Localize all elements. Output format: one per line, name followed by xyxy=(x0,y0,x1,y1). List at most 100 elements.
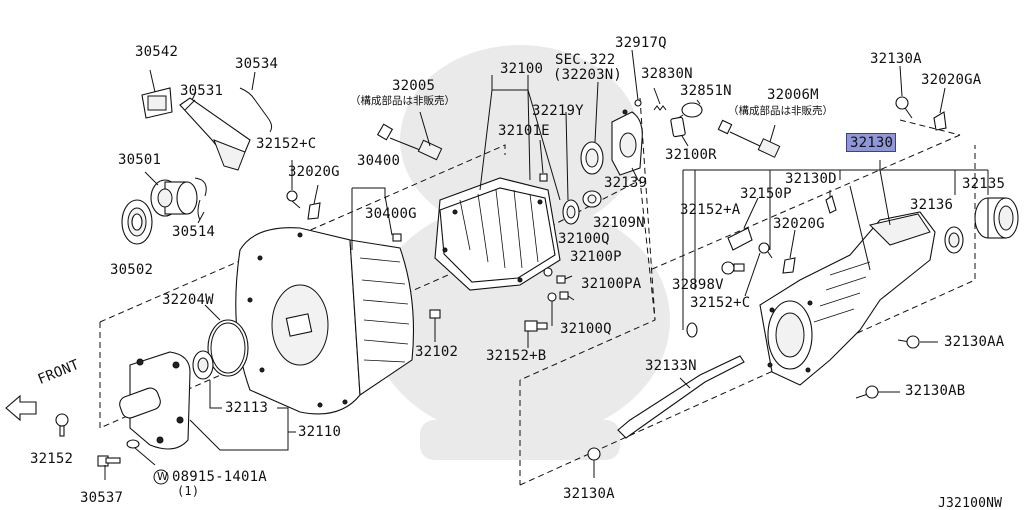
washer-symbol-letter: W xyxy=(157,470,168,483)
label-30531[interactable]: 30531 xyxy=(180,83,224,99)
label-32898V[interactable]: 32898V xyxy=(672,277,724,293)
label-32219Y[interactable]: 32219Y xyxy=(532,103,584,119)
part-32152C-bolt-right xyxy=(758,242,773,259)
label-32020G-right[interactable]: 32020G xyxy=(773,216,825,232)
leader-32139 xyxy=(631,167,639,181)
label-32130A-bottom[interactable]: 32130A xyxy=(563,486,615,502)
label-32006M[interactable]: 32006M xyxy=(767,87,819,103)
label-32152C-right[interactable]: 32152+C xyxy=(690,295,751,311)
leader-32851N xyxy=(696,99,701,105)
label-08915-qty: (1) xyxy=(177,484,200,498)
label-32152A[interactable]: 32152+A xyxy=(680,202,741,218)
part-32130-extension-housing xyxy=(759,211,936,386)
leader-32219Y xyxy=(565,111,569,201)
leader-sec322 xyxy=(594,81,599,143)
label-32130D[interactable]: 32130D xyxy=(785,171,837,187)
part-32135-bushing xyxy=(974,197,1019,239)
part-32110-clutch-housing xyxy=(235,227,415,415)
label-32020G-left[interactable]: 32020G xyxy=(288,164,340,180)
label-sec322-sub[interactable]: (32203N) xyxy=(553,67,623,83)
part-32130AB-bolt xyxy=(855,385,879,399)
label-32100Q-top[interactable]: 32100Q xyxy=(558,231,610,247)
leader-32100-a xyxy=(479,89,493,191)
label-32110[interactable]: 32110 xyxy=(298,424,342,440)
part-32020GA xyxy=(933,111,947,131)
label-sec322[interactable]: SEC.322 xyxy=(555,52,616,68)
part-32203N-bearing xyxy=(580,141,604,175)
label-32136[interactable]: 32136 xyxy=(910,197,954,213)
label-32130AB[interactable]: 32130AB xyxy=(905,383,966,399)
label-32113[interactable]: 32113 xyxy=(225,400,269,416)
leader-32152C-right xyxy=(744,252,761,297)
part-32100P-bolt xyxy=(556,275,573,284)
leader-32101E xyxy=(539,139,544,174)
front-arrow-icon xyxy=(5,394,37,422)
label-32150P[interactable]: 32150P xyxy=(740,186,792,202)
part-32113-seal xyxy=(192,350,214,380)
part-30531-withdrawal-lever xyxy=(179,91,251,171)
part-32100Q-bottom xyxy=(547,292,557,302)
label-32100[interactable]: 32100 xyxy=(500,61,544,77)
part-30537-bolt xyxy=(97,455,121,467)
bracket-32100 xyxy=(491,75,529,91)
label-32130A-top[interactable]: 32130A xyxy=(870,51,922,67)
part-32830N-spring xyxy=(653,105,667,111)
label-32851N[interactable]: 32851N xyxy=(680,83,732,99)
label-32830N[interactable]: 32830N xyxy=(641,66,693,82)
label-32152[interactable]: 32152 xyxy=(30,451,74,467)
label-32133N[interactable]: 32133N xyxy=(645,358,697,374)
label-32100R[interactable]: 32100R xyxy=(665,147,717,163)
label-32005-note: （構成部品は非販売） xyxy=(350,95,455,107)
part-32139-retainer xyxy=(611,109,643,176)
part-32100-main-case xyxy=(434,177,561,291)
label-32020GA[interactable]: 32020GA xyxy=(921,72,982,88)
leader-08915 xyxy=(134,447,156,466)
label-32101E[interactable]: 32101E xyxy=(498,123,550,139)
label-30400[interactable]: 30400 xyxy=(357,153,401,169)
bracket-30400 xyxy=(352,187,386,196)
label-30534[interactable]: 30534 xyxy=(235,56,279,72)
label-30542[interactable]: 30542 xyxy=(135,44,179,60)
label-32139[interactable]: 32139 xyxy=(604,175,648,191)
label-30514[interactable]: 30514 xyxy=(172,224,216,240)
part-32917Q xyxy=(634,99,642,107)
part-30502-bearing xyxy=(121,199,153,245)
leader-32830N xyxy=(653,87,661,105)
label-32135[interactable]: 32135 xyxy=(962,176,1006,192)
leader-30400-b xyxy=(384,195,393,236)
leader-32020G-right xyxy=(789,229,796,259)
part-32020G-right xyxy=(782,257,796,274)
label-32109N[interactable]: 32109N xyxy=(593,215,645,231)
label-32152B[interactable]: 32152+B xyxy=(486,348,547,364)
group-outline-right-corner xyxy=(899,119,961,136)
label-32130-highlighted[interactable]: 32130 xyxy=(846,133,897,152)
label-32100PA[interactable]: 32100PA xyxy=(581,276,642,292)
group-outline-right-top xyxy=(649,134,961,271)
group-outline-left xyxy=(99,144,506,323)
label-32100Q-bottom[interactable]: 32100Q xyxy=(560,321,612,337)
label-30502[interactable]: 30502 xyxy=(110,262,154,278)
part-32152-bolt xyxy=(55,413,69,437)
label-32100P[interactable]: 32100P xyxy=(570,249,622,265)
label-32917Q[interactable]: 32917Q xyxy=(615,35,667,51)
label-32130AA[interactable]: 32130AA xyxy=(944,334,1005,350)
label-08915-1401A[interactable]: 08915-1401A xyxy=(172,469,267,485)
label-32102[interactable]: 32102 xyxy=(415,344,459,360)
part-30400G xyxy=(392,233,402,242)
label-32005[interactable]: 32005 xyxy=(392,78,436,94)
group-outline-center xyxy=(504,179,656,381)
label-32152C-top[interactable]: 32152+C xyxy=(256,136,317,152)
label-30537[interactable]: 30537 xyxy=(80,490,124,506)
bracket-32113 xyxy=(277,407,289,432)
leader-32113 xyxy=(209,380,222,409)
label-32204W[interactable]: 32204W xyxy=(162,292,214,308)
leader-32133N xyxy=(679,377,691,389)
part-32136-seal xyxy=(944,226,964,254)
part-32020G-left xyxy=(307,184,321,220)
part-32005-sensor xyxy=(376,111,443,161)
label-30501[interactable]: 30501 xyxy=(118,152,162,168)
part-32101E xyxy=(539,173,548,182)
label-30400G[interactable]: 30400G xyxy=(365,206,417,222)
